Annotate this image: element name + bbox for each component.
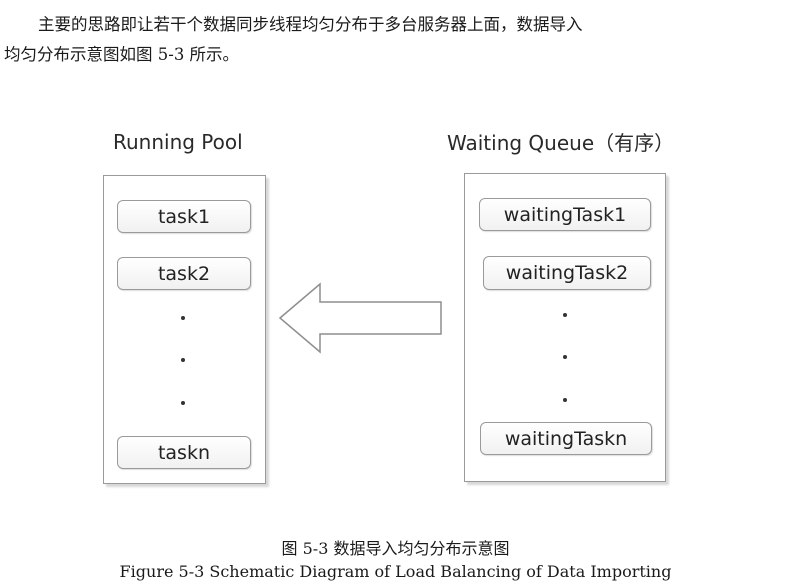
ellipsis-dot: [563, 313, 567, 317]
waiting-task: waitingTask1: [479, 198, 651, 231]
figure-caption-english: Figure 5-3 Schematic Diagram of Load Bal…: [119, 562, 672, 581]
paragraph-line-1: 主要的思路即让若干个数据同步线程均匀分布于多台服务器上面，数据导入: [38, 15, 583, 34]
running-task: taskn: [117, 436, 251, 469]
body-paragraph: 主要的思路即让若干个数据同步线程均匀分布于多台服务器上面，数据导入 均匀分布示意…: [4, 10, 784, 70]
ellipsis-dot: [563, 398, 567, 402]
running-task: task2: [117, 257, 251, 290]
waiting-queue-title: Waiting Queue（有序）: [447, 131, 675, 155]
figure-caption-chinese: 图 5-3 数据导入均匀分布示意图: [281, 539, 510, 558]
running-task: task1: [117, 200, 251, 233]
waiting-task: waitingTask2: [483, 256, 651, 290]
ellipsis-dot: [181, 358, 185, 362]
arrow-left-icon: [278, 282, 442, 354]
ellipsis-dot: [563, 355, 567, 359]
running-pool-title: Running Pool: [113, 130, 243, 154]
waiting-task: waitingTaskn: [480, 422, 652, 455]
ellipsis-dot: [181, 316, 185, 320]
ellipsis-dot: [181, 401, 185, 405]
paragraph-line-2: 均匀分布示意图如图 5-3 所示。: [4, 45, 240, 64]
